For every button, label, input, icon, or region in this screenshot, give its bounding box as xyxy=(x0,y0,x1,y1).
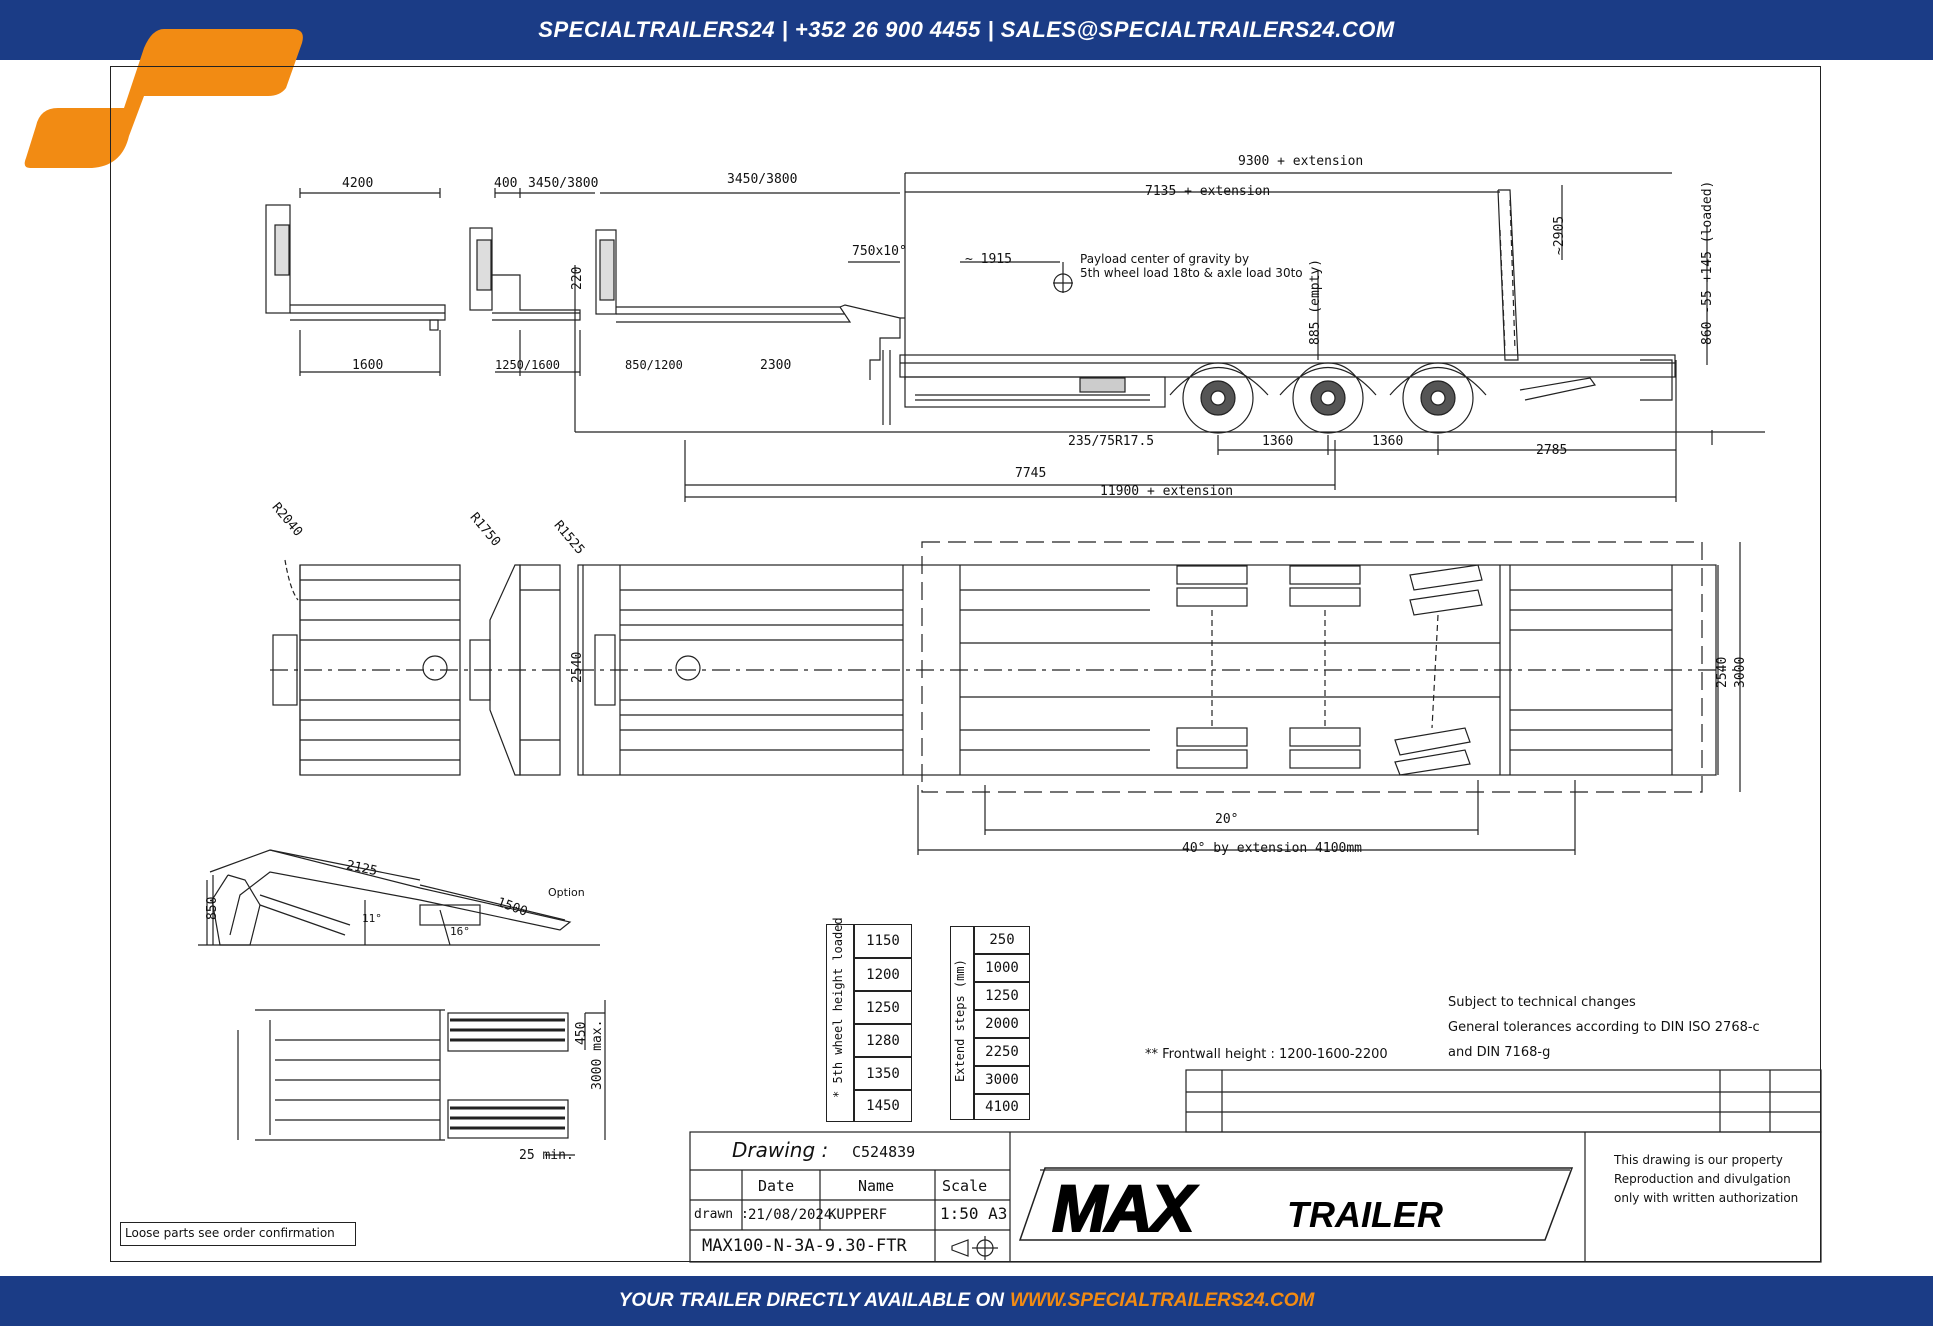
model-number: MAX100-N-3A-9.30-FTR xyxy=(702,1236,907,1256)
dim-400: 400 xyxy=(494,176,518,191)
projection-symbol-icon xyxy=(951,1236,998,1260)
dim-3000-max: 3000 max. xyxy=(590,1019,605,1090)
dim-2540-a: 2540 xyxy=(570,651,585,683)
loose-parts-box xyxy=(120,1222,356,1246)
property-note-2: Reproduction and divulgation xyxy=(1614,1172,1791,1186)
dim-3450-b: 3450/3800 xyxy=(727,172,798,187)
steps-table-label-cell xyxy=(950,926,974,1120)
dim-2540-b: 2540 xyxy=(1715,656,1730,688)
dim-860: 860 -55 +145 (loaded) xyxy=(1700,180,1715,345)
dim-885: 885 (empty) xyxy=(1308,258,1323,345)
drawn-date: 21/08/2024 xyxy=(748,1207,833,1223)
side-view-main xyxy=(574,172,1765,502)
property-note-3: only with written authorization xyxy=(1614,1191,1799,1205)
date-label: Date xyxy=(758,1177,795,1195)
title-block-frame xyxy=(689,1069,1822,1263)
wheel-table-label: * 5th wheel height loaded xyxy=(831,917,845,1098)
brand-trailer: TRAILER xyxy=(1287,1194,1443,1235)
wheel-height-cell: 1450 xyxy=(854,1090,912,1122)
footer-url-link[interactable]: WWW.SPECIALTRAILERS24.COM xyxy=(1009,1290,1315,1311)
dim-1250: 1250/1600 xyxy=(495,358,561,372)
dim-16deg: 16° xyxy=(450,925,470,938)
ramp-detail-view xyxy=(198,849,600,946)
drawn-name: KUPPERF xyxy=(828,1207,888,1223)
dim-1915: ~ 1915 xyxy=(965,252,1012,267)
drawing-label: Drawing : xyxy=(732,1138,829,1162)
din-note: and DIN 7168-g xyxy=(1448,1045,1551,1060)
plan-view-small xyxy=(272,559,461,776)
tolerances-note: General tolerances according to DIN ISO … xyxy=(1448,1020,1760,1035)
footer-bar: YOUR TRAILER DIRECTLY AVAILABLE ON WWW.S… xyxy=(0,1276,1933,1326)
step-cell: 1250 xyxy=(974,982,1030,1010)
plan-view-main xyxy=(270,541,1741,855)
property-note-1: This drawing is our property xyxy=(1614,1153,1783,1167)
dim-4200: 4200 xyxy=(342,176,374,191)
wheel-height-cell: 1350 xyxy=(854,1057,912,1090)
wheel-height-cell: 1150 xyxy=(854,924,912,958)
dim-20deg: 20° xyxy=(1215,812,1239,827)
dim-25-min: 25 min. xyxy=(519,1148,574,1163)
footer-lead: YOUR TRAILER DIRECTLY AVAILABLE ON xyxy=(618,1290,1004,1311)
step-cell: 2000 xyxy=(974,1010,1030,1038)
brand-max: MAX xyxy=(1051,1170,1196,1246)
dim-850: 850/1200 xyxy=(625,358,683,372)
rear-plan-detail xyxy=(237,1000,606,1156)
max-trailer-logo-frame xyxy=(1018,1167,1574,1241)
dim-7745: 7745 xyxy=(1015,466,1047,481)
dim-2785: 2785 xyxy=(1536,443,1568,458)
payload-note-2: 5th wheel load 18to & axle load 30to xyxy=(1080,266,1303,280)
dim-850-ramp: 850 xyxy=(205,896,220,920)
dim-750: 750x10° xyxy=(852,244,907,259)
drawn-label: drawn : xyxy=(694,1207,749,1222)
technical-changes-note: Subject to technical changes xyxy=(1448,995,1636,1010)
dim-1600: 1600 xyxy=(352,358,384,373)
steps-table-label: Extend steps (mm) xyxy=(953,959,967,1082)
wheel-height-cell: 1280 xyxy=(854,1024,912,1057)
specialtrailers-logo-icon xyxy=(24,29,303,168)
dim-220: 220 xyxy=(570,266,585,290)
dim-11deg: 11° xyxy=(362,912,382,925)
step-cell: 2250 xyxy=(974,1038,1030,1066)
side-view-ramp-mid xyxy=(469,188,595,376)
dim-2300: 2300 xyxy=(760,358,792,373)
frontwall-note: ** Frontwall height : 1200-1600-2200 xyxy=(1145,1047,1388,1062)
step-cell: 3000 xyxy=(974,1066,1030,1094)
name-label: Name xyxy=(858,1177,895,1195)
dim-2905: ~2905 xyxy=(1552,215,1567,255)
dim-11900: 11900 + extension xyxy=(1100,484,1234,499)
dim-3450-a: 3450/3800 xyxy=(528,176,599,191)
step-cell: 250 xyxy=(974,926,1030,954)
payload-note-1: Payload center of gravity by xyxy=(1080,252,1250,266)
wheel-table-label-cell xyxy=(826,924,854,1122)
tyre-size: 235/75R17.5 xyxy=(1068,434,1155,449)
step-cell: 4100 xyxy=(974,1094,1030,1120)
header-bar: SPECIALTRAILERS24 | +352 26 900 4455 | S… xyxy=(0,0,1933,60)
dim-450: 450 xyxy=(574,1021,589,1045)
wheel-height-cell: 1250 xyxy=(854,991,912,1024)
dim-7135: 7135 + extension xyxy=(1145,184,1271,199)
dim-3000: 3000 xyxy=(1733,656,1748,688)
option-label: Option xyxy=(548,886,585,899)
side-view-ramp-small xyxy=(265,188,446,376)
dim-1360-b: 1360 xyxy=(1372,434,1404,449)
dim-40deg: 40° by extension 4100mm xyxy=(1182,841,1363,856)
step-cell: 1000 xyxy=(974,954,1030,982)
header-contact: SPECIALTRAILERS24 | +352 26 900 4455 | S… xyxy=(538,17,1395,42)
drawing-scale: 1:50 A3 xyxy=(940,1204,1008,1223)
drawing-number: C524839 xyxy=(852,1143,916,1161)
dim-1360-a: 1360 xyxy=(1262,434,1294,449)
dim-9300: 9300 + extension xyxy=(1238,154,1364,169)
scale-label: Scale xyxy=(942,1177,988,1195)
wheel-height-cell: 1200 xyxy=(854,958,912,991)
loose-parts-note: Loose parts see order confirmation xyxy=(125,1226,335,1240)
